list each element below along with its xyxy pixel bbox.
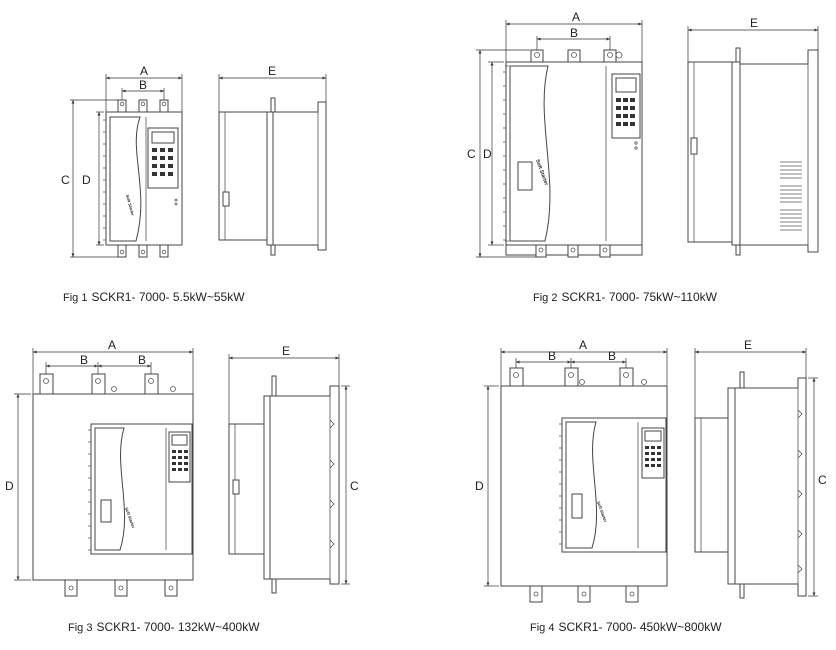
fig4-dimensions: A B B D xyxy=(475,338,668,587)
fig4-dim-d: D xyxy=(475,479,484,493)
fig3-side-dimensions: E C xyxy=(228,344,359,585)
fig1-dim-d: D xyxy=(82,173,91,187)
fig3-dim-d: D xyxy=(5,479,14,493)
fig3-dim-b2: B xyxy=(138,353,146,367)
fig2-dim-d: D xyxy=(483,147,492,161)
fig2-dimensions: A B C D xyxy=(467,10,643,258)
fig4-dim-b2: B xyxy=(608,349,616,363)
fig3-dim-b1: B xyxy=(80,353,88,367)
fig2-dim-e: E xyxy=(750,16,758,30)
fig1-dim-b: B xyxy=(139,78,147,92)
fig4-dim-b1: B xyxy=(548,349,556,363)
fig2-side-view xyxy=(687,47,819,256)
fig2-model: SCKR1- 7000- 75kW~110kW xyxy=(561,290,717,304)
fig1-drawing: Soft Starter A B C D xyxy=(61,64,327,258)
fig4-side-view xyxy=(694,371,807,599)
fig1-number: Fig 1 xyxy=(63,292,88,304)
fig3-front-view: Soft Starter xyxy=(32,373,194,597)
fig3-number: Fig 3 xyxy=(68,622,93,634)
fig1-front-view: Soft Starter xyxy=(103,99,183,258)
fig4-dim-e: E xyxy=(744,338,752,352)
fig4-side-dimensions: E C xyxy=(694,338,827,597)
fig1-side-dimensions: E xyxy=(218,64,327,112)
fig4-dim-c: C xyxy=(818,473,827,487)
fig1-dim-a: A xyxy=(140,64,148,78)
fig2-drawing: Soft Starter A B C D xyxy=(467,10,819,258)
fig1-dim-e: E xyxy=(268,64,276,78)
fig4-front-view: Soft Starter xyxy=(500,367,668,603)
fig3-dim-c: C xyxy=(350,479,359,493)
fig2-dim-a: A xyxy=(572,10,580,24)
fig4-dim-a: A xyxy=(579,338,587,352)
fig3-model: SCKR1- 7000- 132kW~400kW xyxy=(96,620,260,634)
fig1-front-label: Soft Starter xyxy=(125,194,136,217)
fig1-dim-c: C xyxy=(61,173,70,187)
fig3-drawing: Soft Starter A B B D xyxy=(5,338,359,597)
fig4-drawing: Soft Starter A B B D xyxy=(475,338,827,603)
fig1-side-view xyxy=(218,97,327,256)
fig2-side-dimensions: E xyxy=(687,16,819,62)
fig3-dim-e: E xyxy=(282,344,290,358)
fig2-dim-b: B xyxy=(570,26,578,40)
fig1-dimensions: A B C D xyxy=(61,64,183,258)
fig1-model: SCKR1- 7000- 5.5kW~55kW xyxy=(91,290,245,304)
fig4-number: Fig 4 xyxy=(530,622,555,634)
fig2-dim-c: C xyxy=(467,147,476,161)
fig4-model: SCKR1- 7000- 450kW~800kW xyxy=(558,620,722,634)
fig3-dim-a: A xyxy=(108,338,116,352)
fig3-dimensions: A B B D xyxy=(5,338,194,581)
fig2-number: Fig 2 xyxy=(533,292,558,304)
fig2-front-view: Soft Starter xyxy=(503,49,643,258)
fig3-side-view xyxy=(228,375,340,594)
